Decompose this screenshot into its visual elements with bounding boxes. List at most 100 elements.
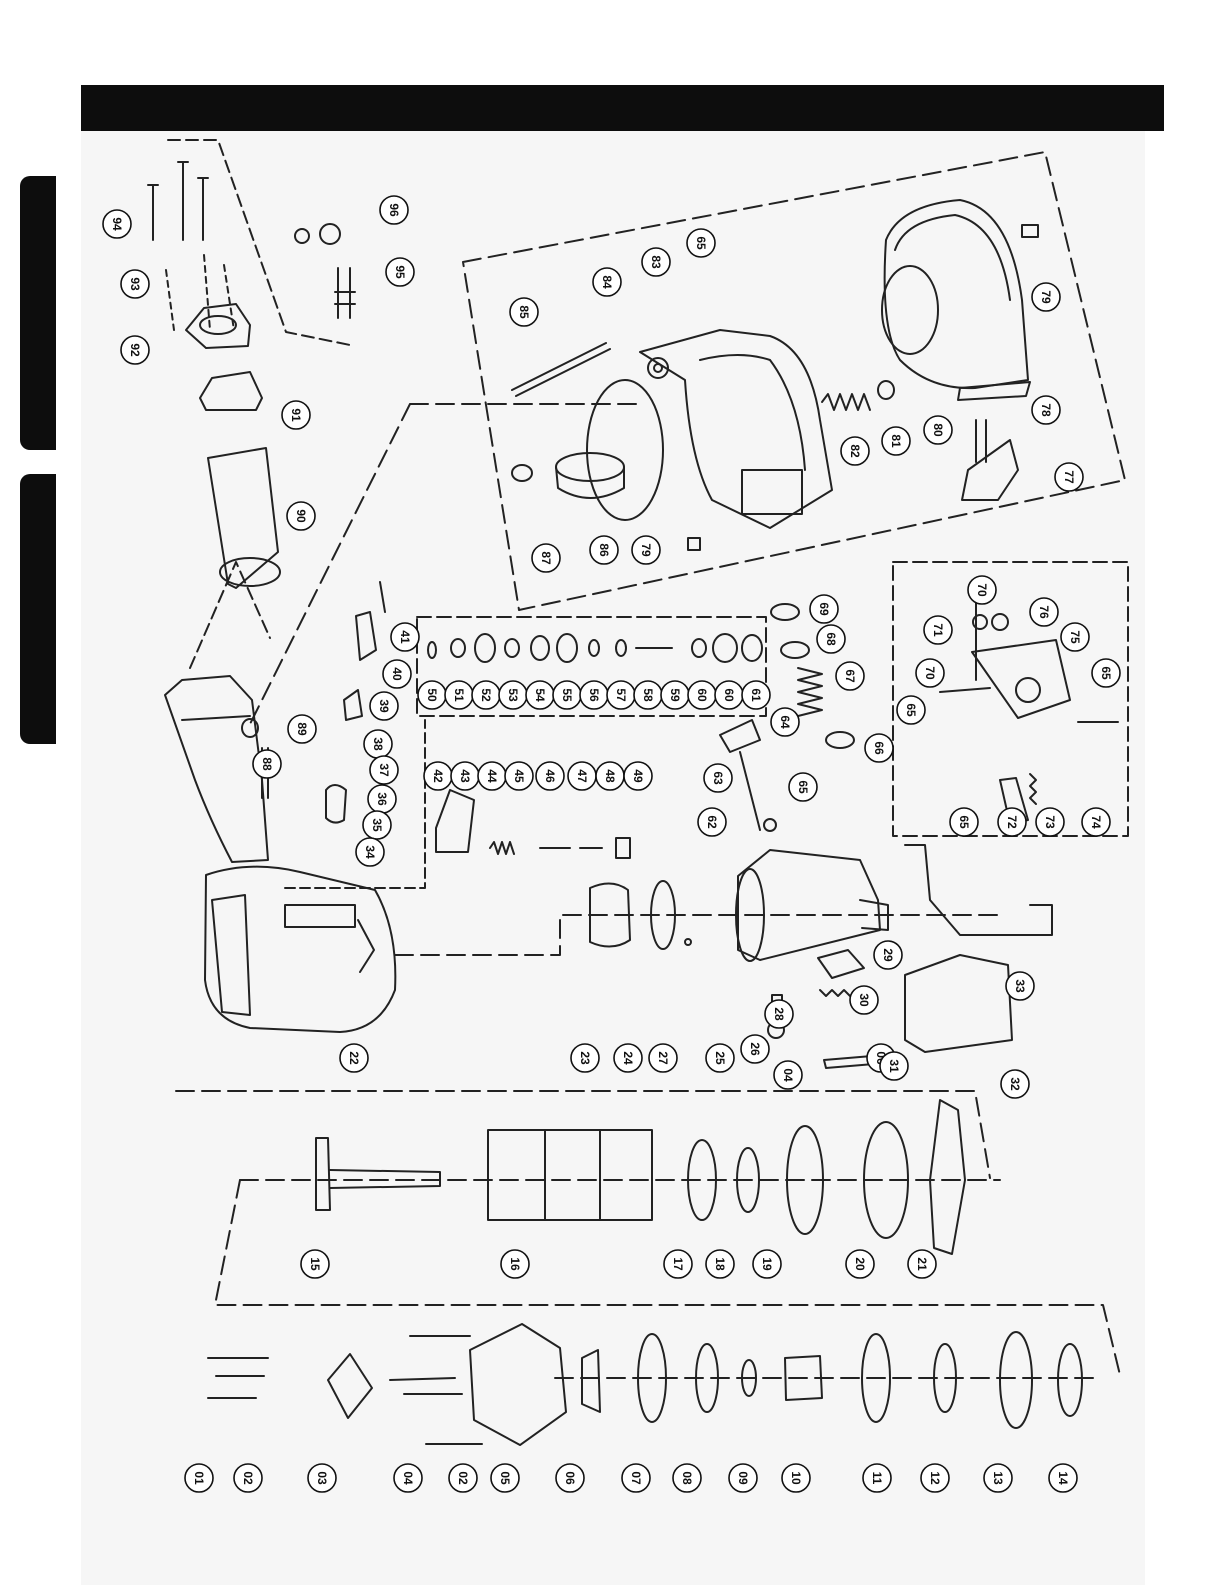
part-number: 96	[387, 203, 401, 217]
part-label-circle	[881, 426, 911, 456]
part-label-41: 41	[390, 622, 420, 652]
part-label-81: 81	[881, 426, 911, 456]
group-box-valve	[416, 616, 767, 717]
part-number: 24	[621, 1051, 635, 1065]
part-label-circle	[120, 335, 150, 365]
part-number: 92	[128, 343, 142, 357]
part-label-92: 92	[120, 335, 150, 365]
part-label-93: 93	[120, 269, 150, 299]
part-number: 02	[241, 1471, 255, 1485]
part-label-circle	[355, 837, 385, 867]
part-number: 86	[597, 543, 611, 557]
part-label-56: 56	[579, 680, 609, 710]
part-number: 51	[452, 688, 466, 702]
part-label-04: 04	[393, 1463, 423, 1493]
part-label-circle	[448, 1463, 478, 1493]
part-number: 46	[543, 769, 557, 783]
part-label-05: 05	[490, 1463, 520, 1493]
part-label-11: 11	[862, 1463, 892, 1493]
part-label-circle	[849, 985, 879, 1015]
part-number: 70	[975, 583, 989, 597]
part-label-circle	[613, 1043, 643, 1073]
part-label-circle	[504, 761, 534, 791]
part-label-61: 61	[741, 680, 771, 710]
part-number: 20	[853, 1257, 867, 1271]
part-label-27: 27	[648, 1043, 678, 1073]
part-label-54: 54	[525, 680, 555, 710]
part-label-circle	[369, 755, 399, 785]
part-number: 08	[680, 1471, 694, 1485]
part-label-80: 80	[923, 415, 953, 445]
part-label-59: 59	[660, 680, 690, 710]
part-label-12: 12	[920, 1463, 950, 1493]
side-tab-upper[interactable]	[20, 176, 56, 450]
part-label-circle	[1048, 1463, 1078, 1493]
part-label-85: 85	[509, 297, 539, 327]
part-label-circle	[686, 228, 716, 258]
part-label-circle	[1081, 807, 1111, 837]
part-label-circle	[1000, 1069, 1030, 1099]
part-label-circle	[728, 1463, 758, 1493]
part-label-circle	[915, 658, 945, 688]
part-label-circle	[592, 267, 622, 297]
part-number: 65	[904, 703, 918, 717]
part-number: 14	[1056, 1471, 1070, 1485]
assembly-line-top	[167, 139, 351, 346]
part-number: 56	[587, 688, 601, 702]
part-label-circle	[184, 1463, 214, 1493]
part-label-circle	[663, 1249, 693, 1279]
part-label-65: 65	[788, 772, 818, 802]
part-label-67: 67	[835, 661, 865, 691]
part-number: 58	[641, 688, 655, 702]
assembly-line-mid	[214, 1179, 1121, 1376]
part-number: 62	[705, 815, 719, 829]
part-label-circle	[809, 594, 839, 624]
part-label-circle	[773, 1060, 803, 1090]
part-label-circle	[393, 1463, 423, 1493]
part-label-36: 36	[367, 784, 397, 814]
assembly-line-cap	[189, 561, 271, 669]
part-label-circle	[781, 1463, 811, 1493]
part-number: 80	[931, 423, 945, 437]
part-label-79: 79	[1031, 282, 1061, 312]
part-label-48: 48	[595, 761, 625, 791]
part-label-78: 78	[1031, 395, 1061, 425]
part-label-circle	[740, 1034, 770, 1064]
part-label-circle	[923, 415, 953, 445]
part-label-circle	[1054, 462, 1084, 492]
part-label-72: 72	[997, 807, 1027, 837]
part-label-76: 76	[1029, 597, 1059, 627]
part-number: 18	[713, 1257, 727, 1271]
part-label-circle	[770, 707, 800, 737]
part-label-70: 70	[915, 658, 945, 688]
part-label-09: 09	[728, 1463, 758, 1493]
part-number: 82	[848, 444, 862, 458]
part-number: 65	[957, 815, 971, 829]
part-number: 32	[1008, 1077, 1022, 1091]
part-label-34: 34	[355, 837, 385, 867]
part-label-circle	[788, 772, 818, 802]
part-label-88: 88	[252, 749, 282, 779]
part-label-64: 64	[770, 707, 800, 737]
part-number: 93	[128, 277, 142, 291]
part-number: 87	[539, 551, 553, 565]
part-number: 64	[778, 715, 792, 729]
part-label-31: 31	[879, 1051, 909, 1081]
part-number: 42	[431, 769, 445, 783]
part-label-87: 87	[531, 543, 561, 573]
part-label-circle	[835, 661, 865, 691]
part-number: 11	[870, 1472, 884, 1485]
part-number: 17	[671, 1257, 685, 1271]
part-label-69: 69	[809, 594, 839, 624]
part-label-circle	[1031, 282, 1061, 312]
part-label-06: 06	[555, 1463, 585, 1493]
part-number: 60	[722, 688, 736, 702]
part-label-77: 77	[1054, 462, 1084, 492]
part-label-86: 86	[589, 535, 619, 565]
part-label-circle	[252, 749, 282, 779]
part-label-circle	[535, 761, 565, 791]
part-label-70: 70	[967, 575, 997, 605]
part-number: 67	[843, 669, 857, 683]
assembly-line-handle	[247, 403, 641, 729]
side-tab-lower[interactable]	[20, 474, 56, 744]
